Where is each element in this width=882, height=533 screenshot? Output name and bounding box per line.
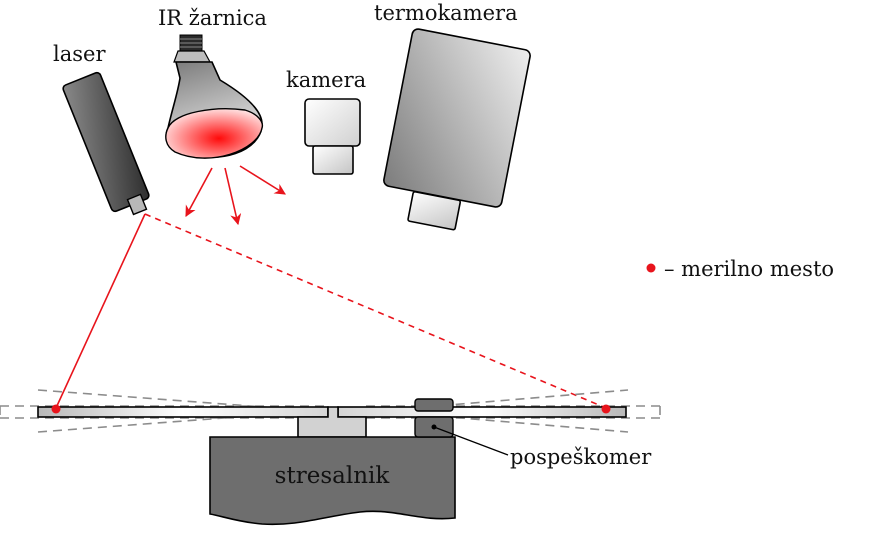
measurement-point-left [51,404,61,414]
ir-ray-1 [185,167,213,217]
plate-right-half [337,406,627,418]
legend: – merilno mesto [646,257,834,281]
laser-tip [126,193,148,216]
ir-ray-3 [239,165,286,195]
accelerometer [414,398,509,456]
camera-lens [312,145,354,175]
thermal-camera-label: termokamera [374,1,518,25]
laser-beam [55,213,146,409]
laser-reflected-beam [144,213,607,409]
camera-device [304,98,361,175]
camera-label: kamera [286,68,366,92]
lamp-glow [165,108,264,159]
shaker-label: stresalnik [275,463,391,489]
test-plate [37,406,627,438]
accelerometer-label: pospeškomer [510,445,652,469]
plate-left-half [37,406,329,418]
accelerometer-top [414,398,454,412]
shaker-body [209,436,456,526]
thermal-camera-body [383,28,531,208]
laser-label: laser [53,42,106,66]
lamp-socket [173,34,212,63]
thermal-camera-lens [407,190,462,231]
accelerometer-leader [433,426,509,456]
ir-rays [185,165,286,226]
thermal-camera-device [383,28,531,231]
camera-body [304,98,361,147]
laser-body [62,71,150,213]
measurement-point-right [601,404,611,414]
ir-lamp-label: IR žarnica [158,6,267,30]
red-dot-icon [646,263,656,273]
laser-device [62,71,150,216]
legend-text: – merilno mesto [664,257,834,281]
ir-ray-2 [224,167,242,226]
ir-lamp [165,34,264,159]
